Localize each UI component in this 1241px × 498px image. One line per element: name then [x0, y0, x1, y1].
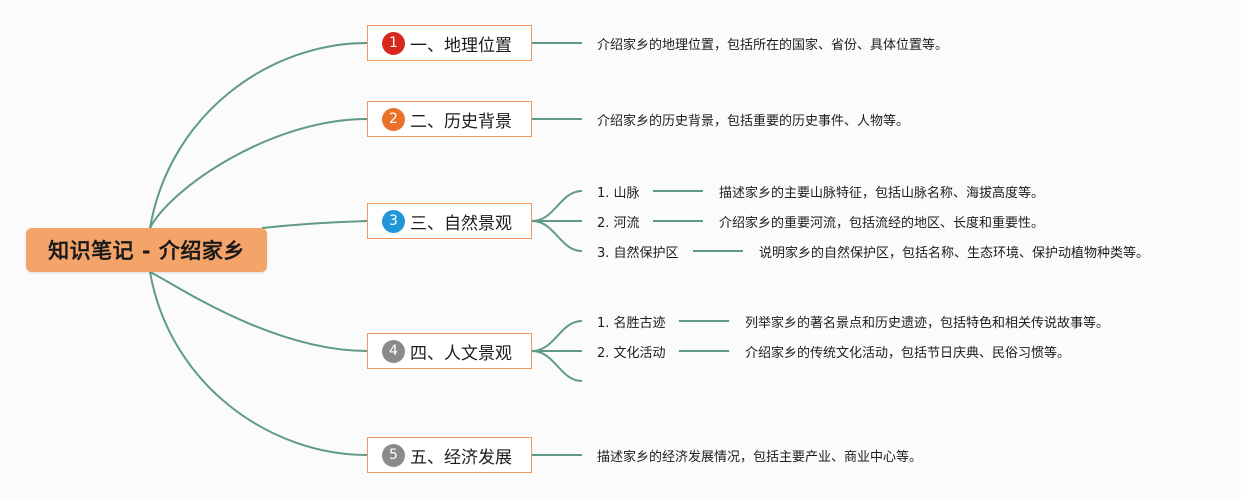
subtopic-connector	[531, 320, 583, 352]
subtopic-label[interactable]: 2. 文化活动	[597, 346, 666, 361]
root-connector-5	[149, 271, 368, 456]
topic-label: 二、历史背景	[410, 111, 512, 132]
topic-label: 三、自然景观	[410, 213, 512, 234]
subtopic-label[interactable]: 3. 自然保护区	[597, 246, 679, 261]
number-badge-icon: 4	[382, 339, 405, 363]
root-connector-2	[149, 118, 368, 229]
topic-description: 介绍家乡的历史背景，包括重要的历史事件、人物等。	[597, 114, 910, 129]
subtopic-description: 描述家乡的主要山脉特征，包括山脉名称、海拔高度等。	[719, 186, 1045, 201]
topic-label: 一、地理位置	[410, 35, 512, 56]
root-title: 知识笔记 - 介绍家乡	[48, 239, 245, 263]
subtopic-description: 介绍家乡的重要河流，包括流经的地区、长度和重要性。	[719, 216, 1045, 231]
root-topic[interactable]: 知识笔记 - 介绍家乡	[26, 228, 267, 272]
subtopic-connector	[531, 350, 583, 382]
subtopic-description: 列举家乡的著名景点和历史遗迹，包括特色和相关传说故事等。	[745, 316, 1110, 331]
root-connector-1	[149, 42, 368, 229]
number-badge-icon: 1	[382, 31, 405, 55]
subtopic-connector	[531, 220, 583, 252]
topic-label: 四、人文景观	[410, 343, 512, 364]
subtopic-description: 介绍家乡的传统文化活动，包括节日庆典、民俗习惯等。	[745, 346, 1071, 361]
number-badge-icon: 5	[382, 443, 405, 467]
number-badge-icon: 2	[382, 107, 405, 131]
number-badge-icon: 3	[382, 209, 405, 233]
subtopic-label[interactable]: 1. 山脉	[597, 186, 640, 201]
root-connector-3	[261, 220, 368, 229]
subtopic-description: 说明家乡的自然保护区，包括名称、生态环境、保护动植物种类等。	[759, 246, 1150, 261]
root-connector-4	[149, 271, 368, 352]
topic-description: 介绍家乡的地理位置，包括所在的国家、省份、具体位置等。	[597, 38, 949, 53]
topic-label: 五、经济发展	[410, 447, 512, 468]
topic-description: 描述家乡的经济发展情况，包括主要产业、商业中心等。	[597, 450, 923, 465]
subtopic-connector	[531, 190, 583, 222]
subtopic-label[interactable]: 2. 河流	[597, 216, 640, 231]
subtopic-label[interactable]: 1. 名胜古迹	[597, 316, 666, 331]
